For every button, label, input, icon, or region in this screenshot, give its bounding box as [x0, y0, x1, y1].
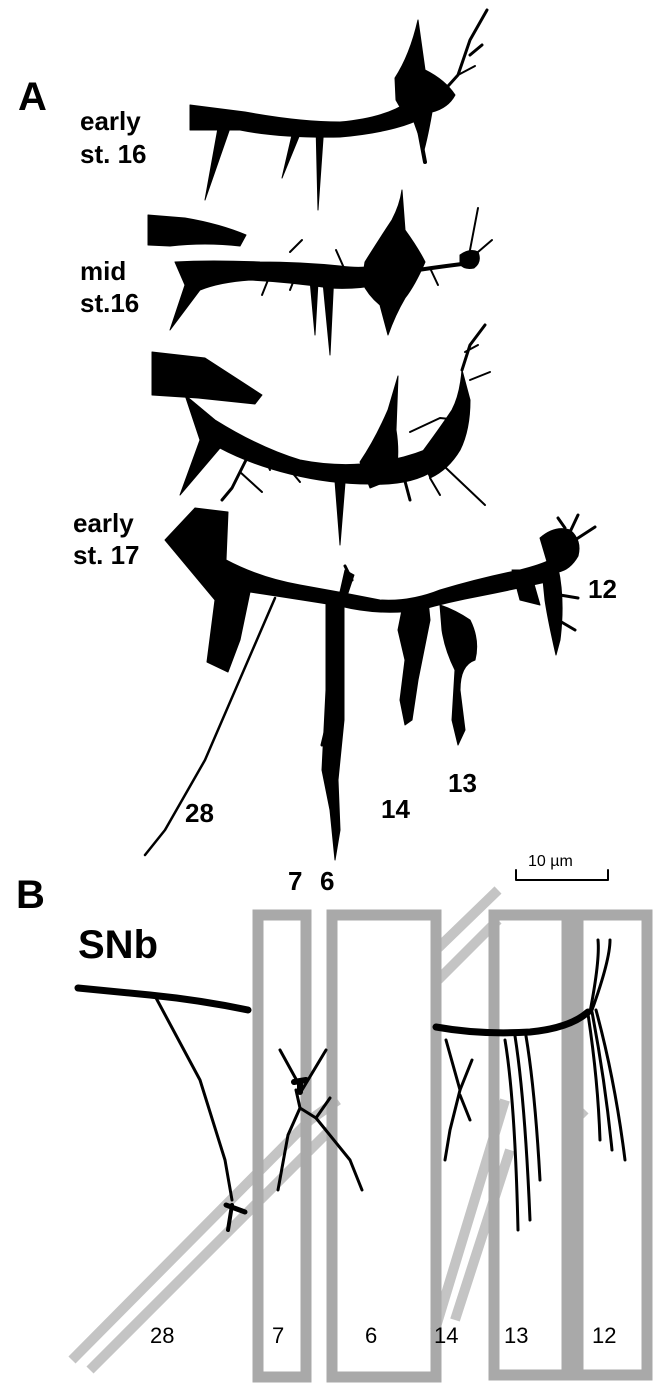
- muscle-label-28: 28: [150, 1323, 174, 1348]
- stage-mid-16-line2: st.16: [80, 288, 139, 318]
- stage-early-17-line2: st. 17: [73, 540, 140, 570]
- scale-bar-label: 10 µm: [528, 853, 573, 870]
- branch-label-14: 14: [381, 794, 410, 824]
- muscle-label-12: 12: [592, 1323, 616, 1348]
- muscle-label-6: 6: [365, 1323, 377, 1348]
- branch-label-12: 12: [588, 574, 617, 604]
- stage-early-17-line1: early: [73, 508, 134, 538]
- panel-b-letter: B: [16, 873, 45, 917]
- muscle-13-box: [494, 915, 567, 1375]
- panel-b: B 7 6 10 µm SNb: [16, 853, 647, 1377]
- muscle-label-13: 13: [504, 1323, 528, 1348]
- branch-label-28: 28: [185, 798, 214, 828]
- scale-bar: 10 µm: [516, 853, 608, 880]
- panel-a-letter: A: [18, 75, 47, 119]
- muscle-label-7: 7: [272, 1323, 284, 1348]
- panel-a: A early st. 16 mid st.16: [18, 10, 617, 860]
- snb-nerve: [78, 940, 625, 1230]
- muscle-6-box: [332, 915, 436, 1377]
- stage-early-16-line2: st. 16: [80, 139, 147, 169]
- stage-early-16-line1: early: [80, 106, 141, 136]
- top-label-7: 7: [288, 866, 302, 896]
- muscle-label-14: 14: [434, 1323, 458, 1348]
- snb-label: SNb: [78, 923, 158, 967]
- growth-cone-mid-16: [148, 190, 492, 355]
- growth-cone-early-16: [190, 10, 487, 210]
- stage-mid-16-line1: mid: [80, 256, 126, 286]
- branch-label-13: 13: [448, 768, 477, 798]
- top-label-6: 6: [320, 866, 334, 896]
